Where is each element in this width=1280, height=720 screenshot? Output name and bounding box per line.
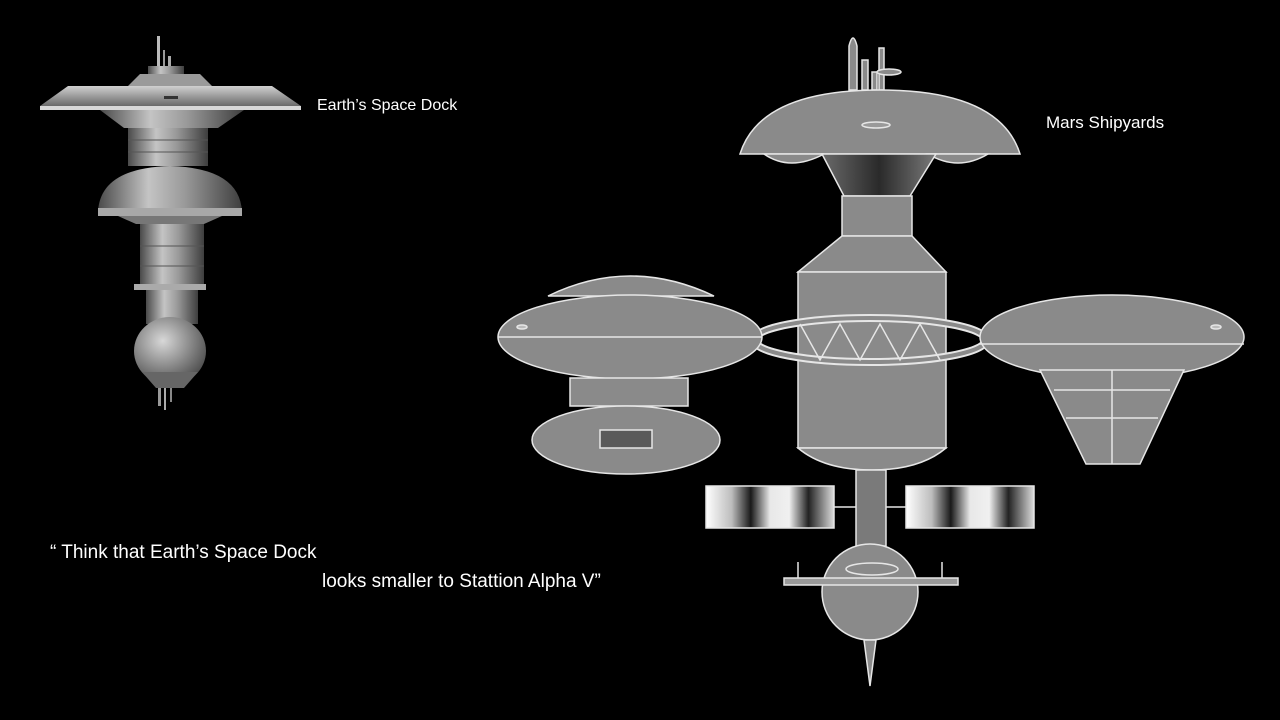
quote-line-1: “ Think that Earth’s Space Dock [50,542,317,563]
mars-shipyards-label: Mars Shipyards [1046,113,1165,132]
mars-shipyards [497,37,1245,687]
earth-space-dock-label: Earth’s Space Dock [317,97,458,114]
earth-space-dock [40,36,301,410]
quote-line-2: looks smaller to Stattion Alpha V” [322,571,601,592]
